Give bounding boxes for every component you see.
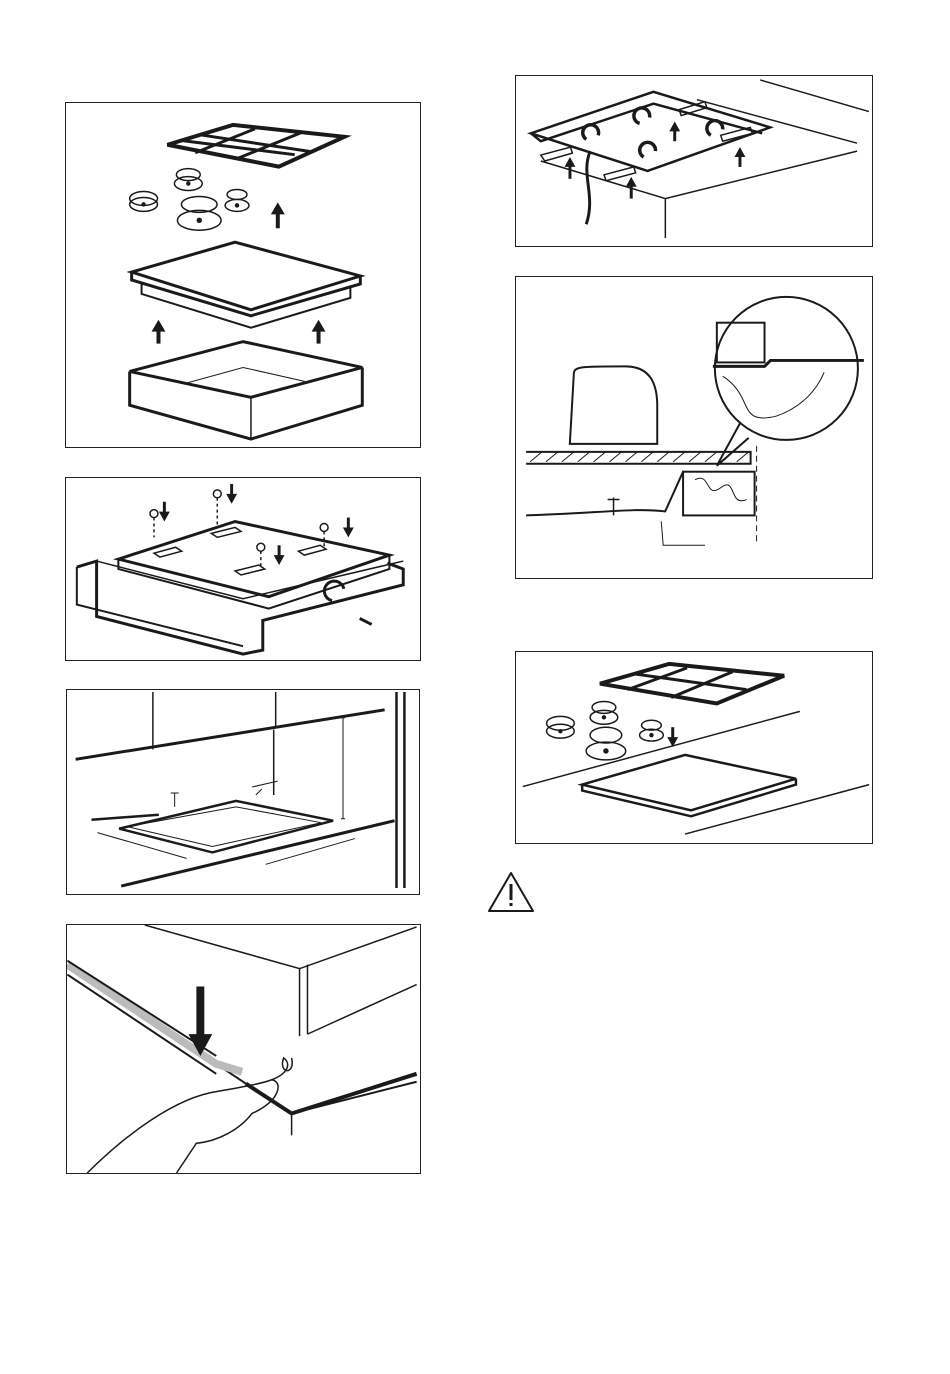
burner-caps-icon [130,169,249,231]
burner-knob-icon [570,366,657,443]
figure-section-detail [515,276,873,579]
figure-reassemble [515,651,873,844]
figure-hob-screws [65,477,421,661]
figure-bracket-fixing [515,75,873,247]
seal-strip-icon [67,961,242,1074]
pan-support-icon [600,664,784,704]
down-arrow-icon [159,484,354,565]
hob-plate-icon [582,755,796,816]
figure-hob-removal [65,102,421,448]
cable-icon [586,151,590,224]
hob-top-section-icon [526,452,751,464]
worktop-cutout-drawing [67,690,419,894]
hand-icon [87,1058,292,1173]
dimension-lines-icon [73,718,411,865]
rotate-arrow-icon [583,108,723,157]
up-arrow-icon [565,121,746,198]
hob-plate-icon [132,242,361,328]
reassemble-drawing [516,652,872,843]
figure-worktop-cutout [66,689,420,895]
burner-caps-icon [547,701,664,759]
worktop-wood-section-icon [683,472,755,516]
bracket-fixing-drawing [516,76,872,246]
cutout-outline-icon [119,801,333,852]
magnifier-circle-icon [713,297,864,466]
down-arrow-icon [667,727,678,747]
warning-triangle-icon [486,870,536,914]
hob-exploded-drawing [66,103,420,447]
worktop-edge-icon [67,925,416,1135]
bracket-screw-icon [526,472,705,546]
pan-support-icon [167,125,344,167]
packaging-box-icon [130,342,363,439]
seal-strip-drawing [67,925,420,1173]
hob-screws-drawing [66,478,420,660]
section-detail-drawing [516,277,872,578]
figure-seal-strip [66,924,421,1174]
screw-icon [150,490,328,567]
